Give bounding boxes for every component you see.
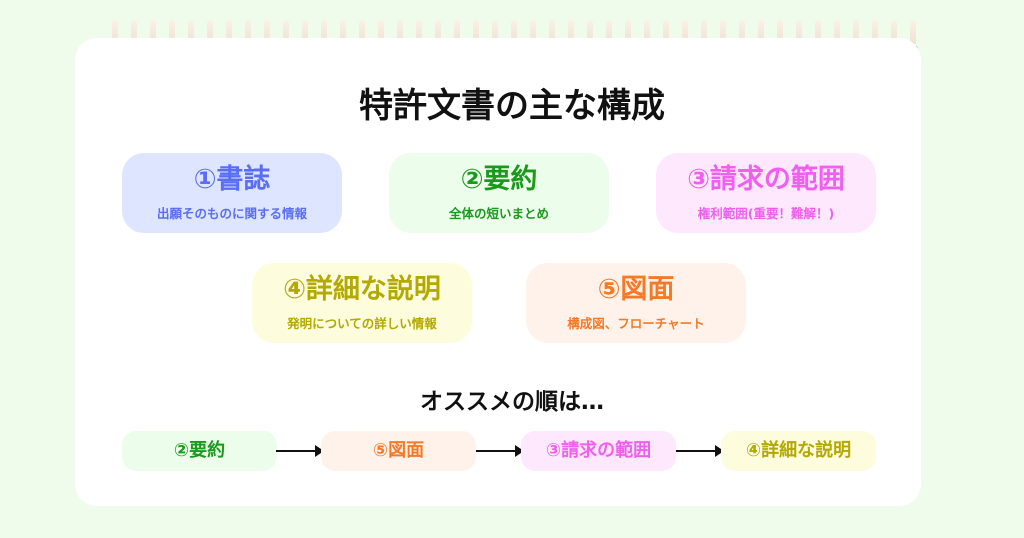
section-drawings: ⑤図面構成図、フローチャート [526, 263, 746, 343]
section-heading: ⑤図面 [597, 274, 675, 305]
arrow-icon [476, 445, 524, 457]
section-abstract: ②要約全体の短いまとめ [389, 153, 609, 233]
section-heading: ④詳細な説明 [283, 274, 441, 305]
order-step-1: ②要約 [122, 431, 277, 471]
section-desc: 発明についての詳しい情報 [287, 316, 437, 331]
order-step-4: ④詳細な説明 [721, 431, 876, 471]
section-description: ④詳細な説明発明についての詳しい情報 [252, 263, 472, 343]
section-claims: ③請求の範囲権利範囲(重要！難解！) [656, 153, 876, 233]
section-desc: 全体の短いまとめ [448, 206, 549, 221]
order-step-2: ⑤図面 [321, 431, 476, 471]
notebook-card [75, 38, 921, 506]
section-heading: ①書誌 [193, 164, 271, 195]
arrow-icon [676, 445, 724, 457]
section-bibliography: ①書誌出願そのものに関する情報 [122, 153, 342, 233]
section-heading: ③請求の範囲 [687, 164, 845, 195]
section-desc: 構成図、フローチャート [567, 316, 705, 331]
page-title: 特許文書の主な構成 [359, 86, 665, 126]
arrow-icon [276, 445, 324, 457]
section-desc: 権利範囲(重要！難解！) [697, 206, 835, 221]
section-desc: 出願そのものに関する情報 [156, 206, 307, 221]
recommended-title: オススメの順は… [420, 389, 604, 415]
order-step-3: ③請求の範囲 [521, 431, 676, 471]
section-heading: ②要約 [460, 164, 538, 195]
